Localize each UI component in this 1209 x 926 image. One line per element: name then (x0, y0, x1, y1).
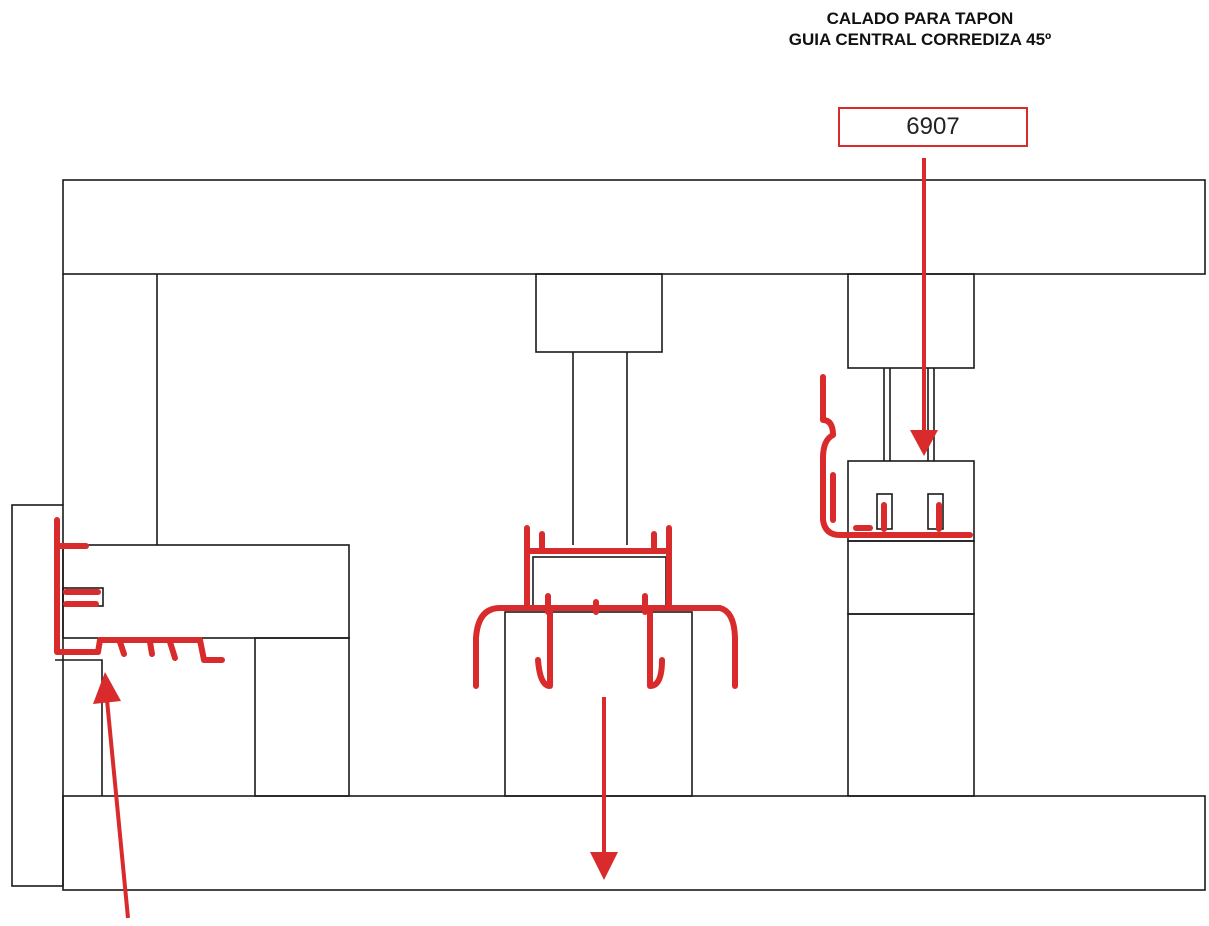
center-base-block (504, 611, 693, 797)
right-profile (820, 374, 973, 538)
profiles (54, 374, 973, 689)
left-lower-step (55, 659, 103, 796)
left-lower-block (254, 637, 350, 797)
left-side-block (11, 504, 64, 887)
title-line-1: CALADO PARA TAPON (826, 9, 1014, 28)
diagram-title: CALADO PARA TAPON GUIA CENTRAL CORREDIZA… (700, 8, 1140, 50)
right-mid-block (847, 540, 975, 615)
bottom-plate (62, 795, 1206, 891)
arrow-up-left (93, 672, 130, 919)
right-top-block (847, 273, 975, 369)
left-profile (54, 517, 225, 663)
right-slot-2 (927, 493, 944, 530)
center-top-block (535, 273, 663, 353)
die-frame (11, 179, 1206, 891)
title-line-2: GUIA CENTRAL CORREDIZA 45º (788, 30, 1052, 49)
reference-code: 6907 (906, 113, 960, 140)
arrow-down-center (590, 697, 618, 880)
reference-code-box: 6907 (838, 107, 1028, 147)
arrows (93, 158, 938, 919)
center-profile (473, 525, 738, 689)
left-slider-block (62, 544, 350, 639)
top-plate (62, 179, 1206, 275)
arrow-down-right (910, 158, 938, 456)
right-base-block (847, 613, 975, 797)
